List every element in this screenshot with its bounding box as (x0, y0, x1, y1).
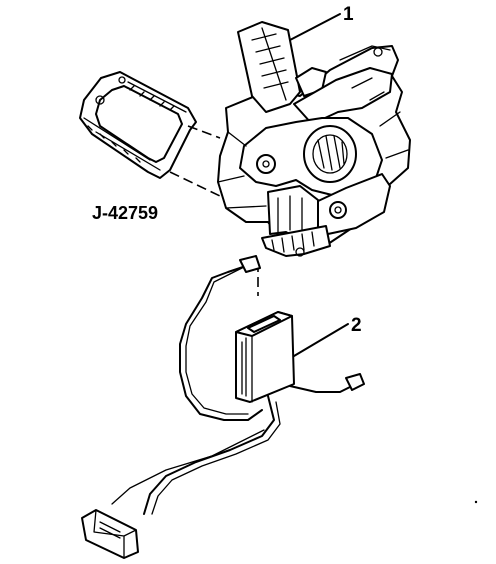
j-42759-tool (79, 71, 197, 179)
switch-assembly (217, 21, 411, 257)
callout-1: 1 (343, 4, 354, 25)
tool-label-j-42759: J-42759 (92, 203, 158, 223)
module-with-harness (81, 255, 365, 559)
callout-2: 2 (351, 315, 362, 336)
leader-lines (289, 13, 349, 357)
speck (474, 500, 478, 504)
